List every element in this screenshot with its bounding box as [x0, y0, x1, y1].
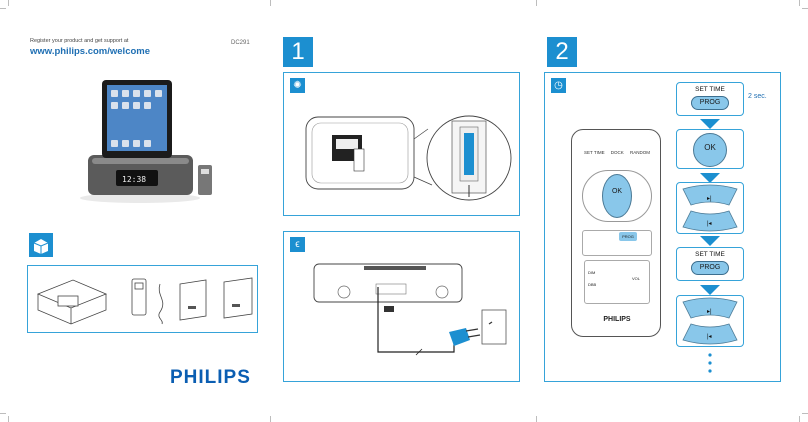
set-time-box-1: SET TIME PROG [676, 82, 744, 116]
clock-setup-panel: ◷ SET TIME DOCK RANDOM OK PROG DIM DBB V… [544, 72, 781, 382]
sun-icon: ✺ [290, 78, 305, 93]
arrow-down-icon [700, 285, 720, 295]
remote-label-random: RANDOM [629, 150, 650, 155]
remote-label-vol: VOL [632, 276, 641, 281]
remote-label-dim: DIM [588, 270, 596, 275]
next-prev-buttons-1[interactable]: ▸| |◂ [677, 183, 743, 233]
set-time-box-2: SET TIME PROG [676, 247, 744, 281]
clock-icon: ◷ [551, 78, 566, 93]
arrow-down-icon [700, 119, 720, 129]
remote-prog-button[interactable]: PROG [619, 232, 637, 241]
support-url[interactable]: www.philips.com/welcome [30, 46, 151, 57]
product-image: 12:38 [80, 80, 212, 203]
brand-logo: PHILIPS [170, 367, 251, 388]
box-contents-illustration [36, 277, 253, 325]
remote-lower-grid [584, 260, 650, 304]
set-time-label-1: SET TIME [695, 86, 725, 93]
hold-duration: 2 sec. [748, 93, 767, 100]
svg-text:|◂: |◂ [707, 334, 712, 340]
plug-icon: ϵ [290, 237, 305, 252]
more-steps-ellipsis-icon [708, 353, 712, 373]
remote-label-dock: DOCK [610, 150, 624, 155]
step-2-badge: 2 [547, 37, 577, 67]
svg-text:▸|: ▸| [707, 196, 712, 202]
svg-text:12:38: 12:38 [122, 175, 146, 184]
remote-label-dbb: DBB [588, 282, 597, 287]
next-prev-box-1: ▸| |◂ [676, 182, 744, 234]
arrow-down-icon [700, 236, 720, 246]
register-text: Register your product and get support at [30, 38, 129, 44]
ok-button[interactable]: OK [693, 133, 727, 167]
remote-label-set-time: SET TIME [584, 150, 605, 155]
next-prev-box-2: ▸| |◂ [676, 295, 744, 347]
power-illustration [313, 263, 507, 356]
next-prev-buttons-2[interactable]: ▸| |◂ [677, 296, 743, 346]
prog-button-1[interactable]: PROG [691, 96, 729, 110]
model-number: DC291 [231, 40, 250, 46]
svg-text:|◂: |◂ [707, 221, 712, 227]
nav-pad[interactable] [602, 174, 632, 218]
ok-box: OK [676, 129, 744, 169]
battery-panel: ✺ [283, 72, 520, 216]
remote-control: SET TIME DOCK RANDOM OK PROG DIM DBB VOL… [571, 129, 661, 337]
prog-button-2[interactable]: PROG [691, 261, 729, 275]
box-icon [29, 233, 53, 257]
box-contents-panel [27, 265, 258, 333]
remote-ok-button[interactable]: OK [611, 188, 623, 195]
nav-ring[interactable] [582, 170, 652, 222]
power-panel: ϵ [283, 231, 520, 382]
svg-text:▸|: ▸| [707, 309, 712, 315]
step-1-badge: 1 [283, 37, 313, 67]
remote-button-grid [582, 230, 652, 256]
battery-illustration [305, 115, 512, 201]
ok-label: OK [704, 143, 716, 152]
arrow-down-icon [700, 173, 720, 183]
remote-logo: PHILIPS [603, 316, 631, 323]
set-time-label-2: SET TIME [695, 251, 725, 258]
